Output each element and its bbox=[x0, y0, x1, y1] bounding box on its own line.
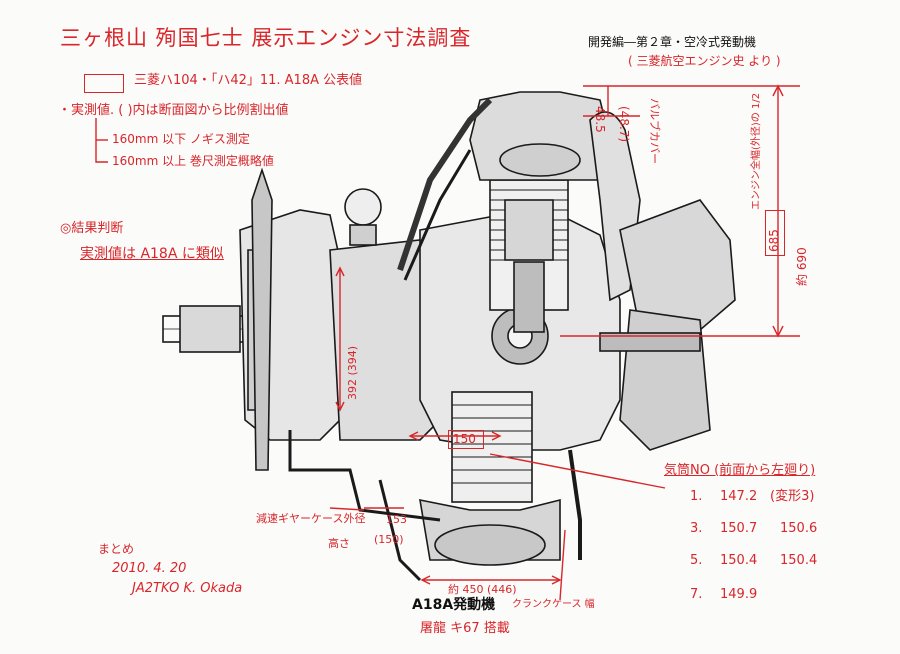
cylinder-table-heading: 気筒NO (前面から左廻り) bbox=[664, 463, 816, 478]
bore-value: 150 bbox=[453, 432, 476, 446]
cylinder-row-note: (変形3) bbox=[770, 489, 815, 504]
engine-diameter-approx: 約 690 bbox=[795, 247, 809, 286]
cylinder-row-no: 7. bbox=[690, 587, 703, 602]
reduction-gear-value: 153 bbox=[386, 513, 407, 526]
printed-figure-caption: A18A発動機 bbox=[412, 597, 496, 613]
cylinder-row-no: 5. bbox=[690, 553, 703, 568]
note-over-160: 160mm 以上 巻尺測定概略値 bbox=[112, 154, 274, 168]
legend-measured-text: ・実測値. ( )内は断面図から比例割出値 bbox=[58, 103, 289, 118]
cylinder-row-value: 147.2 bbox=[720, 489, 758, 504]
valve-cover-dimension: 48.5 bbox=[593, 106, 607, 133]
cylinder-row-no: 1. bbox=[690, 489, 703, 504]
summary-date: 2010. 4. 20 bbox=[112, 561, 187, 576]
cylinder-row-note: 150.4 bbox=[780, 553, 818, 568]
legend-spec-text: 三菱ハ104・「ハ42」11. A18A 公表値 bbox=[134, 73, 363, 88]
height-label: 高さ bbox=[328, 537, 350, 550]
conclusion-text: 実測値は A18A に類似 bbox=[80, 246, 224, 262]
mounting-note: 屠龍 キ67 搭載 bbox=[420, 621, 510, 636]
source-reference: ( 三菱航空エンジン史 より ) bbox=[628, 54, 781, 68]
legend-box-symbol bbox=[84, 74, 124, 93]
cylinder-row-value: 150.7 bbox=[720, 521, 758, 536]
reduction-gear-label: 減速ギヤーケース外径 bbox=[256, 512, 366, 525]
engine-diameter-value: 685 bbox=[767, 229, 781, 252]
crankcase-label: クランクケース 幅 bbox=[512, 599, 595, 610]
summary-label: まとめ bbox=[98, 542, 135, 556]
engine-diameter-box bbox=[765, 210, 785, 256]
document-title: 三ヶ根山 殉国七士 展示エンジン寸法調査 bbox=[60, 26, 472, 50]
bore-value-box bbox=[448, 430, 484, 449]
valve-cover-label: バルブカバー bbox=[648, 98, 661, 164]
crankcase-dimension: 約 450 (446) bbox=[448, 583, 517, 596]
cylinder-row-value: 149.9 bbox=[720, 587, 758, 602]
cylinder-row-no: 3. bbox=[690, 521, 703, 536]
valve-cover-dimension-alt: (48.7) bbox=[617, 106, 631, 143]
printed-chapter-heading: 開発編―第２章・空冷式発動機 bbox=[588, 35, 757, 49]
vertical-dimension: 392 (394) bbox=[346, 345, 359, 400]
summary-author: JA2TKO K. Okada bbox=[132, 581, 243, 596]
cylinder-row-value: 150.4 bbox=[720, 553, 758, 568]
engine-diameter-label: エンジン全幅(外径)の 1/2 bbox=[751, 92, 762, 210]
conclusion-heading: ◎結果判断 bbox=[60, 221, 124, 236]
note-under-160: 160mm 以下 ノギス測定 bbox=[112, 132, 250, 146]
cylinder-row-note: 150.6 bbox=[780, 521, 818, 536]
reduction-gear-value-alt: (150) bbox=[374, 533, 404, 546]
